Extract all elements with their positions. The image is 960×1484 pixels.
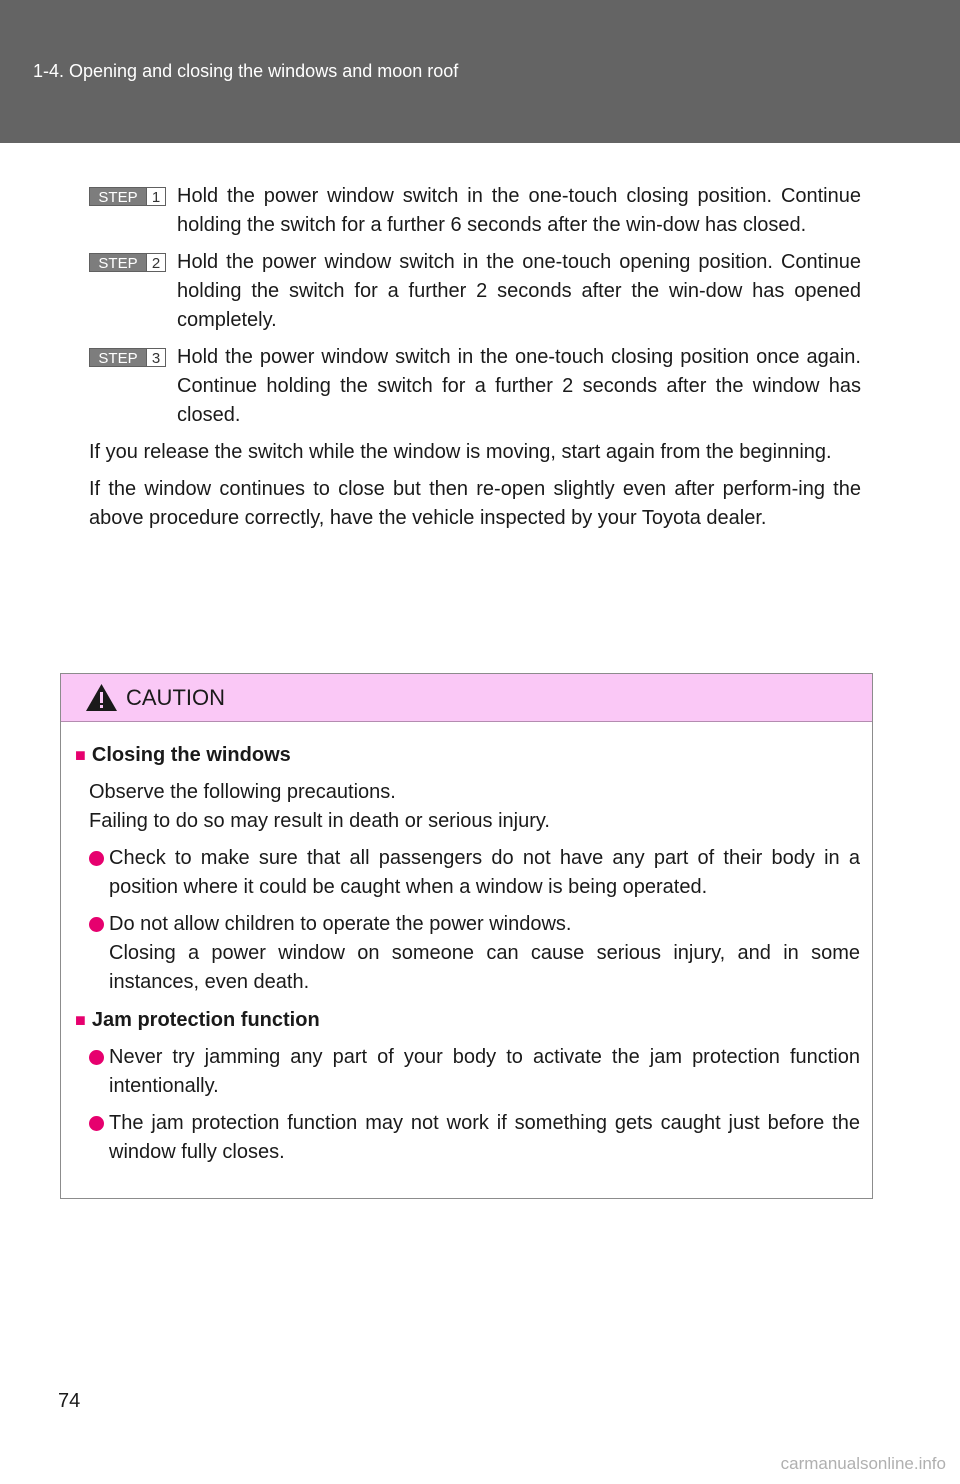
step-3: STEP 3 Hold the power window switch in t… — [89, 343, 861, 430]
section-heading-closing: ■ Closing the windows — [75, 742, 860, 768]
step-number: 3 — [146, 349, 165, 367]
paragraph-dealer: If the window continues to close but the… — [89, 478, 861, 529]
intro-line: Observe the following precautions. — [89, 781, 396, 803]
page-header: 1-4. Opening and closing the windows and… — [0, 0, 960, 143]
bullet-item: The jam protection function may not work… — [75, 1109, 860, 1167]
step-number: 2 — [146, 254, 165, 272]
bullet-dot-icon — [89, 917, 104, 932]
bullet-text: Do not allow children to operate the pow… — [109, 913, 572, 935]
step-text: Hold the power window switch in the one-… — [177, 346, 861, 426]
caution-box: CAUTION ■ Closing the windows Observe th… — [60, 673, 873, 1199]
step-badge: STEP 2 — [89, 253, 166, 272]
section-title: 1-4. Opening and closing the windows and… — [33, 61, 459, 81]
bullet-dot-icon — [89, 1050, 104, 1065]
watermark: carmanualsonline.info — [780, 1454, 946, 1473]
caution-title: CAUTION — [126, 684, 225, 710]
warning-triangle-icon — [86, 684, 117, 711]
heading-text: Closing the windows — [91, 744, 291, 766]
step-text: Hold the power window switch in the one-… — [177, 251, 861, 331]
bullet-text: Closing a power window on someone can ca… — [109, 942, 860, 993]
step-number: 1 — [146, 188, 165, 206]
bullet-item: Never try jamming any part of your body … — [75, 1043, 860, 1101]
intro-line: Failing to do so may result in death or … — [89, 810, 550, 832]
step-label: STEP — [90, 349, 146, 367]
step-text: Hold the power window switch in the one-… — [177, 185, 861, 236]
square-bullet-icon: ■ — [75, 745, 86, 765]
bullet-item: Do not allow children to operate the pow… — [75, 910, 860, 997]
step-badge: STEP 3 — [89, 348, 166, 367]
section-heading-jam: ■ Jam protection function — [75, 1007, 860, 1033]
bullet-dot-icon — [89, 851, 104, 866]
caution-body: ■ Closing the windows Observe the follow… — [61, 722, 872, 1167]
bullet-dot-icon — [89, 1116, 104, 1131]
bullet-item: Check to make sure that all passengers d… — [75, 844, 860, 902]
paragraph-restart: If you release the switch while the wind… — [89, 441, 832, 463]
step-label: STEP — [90, 254, 146, 272]
bullet-text: Never try jamming any part of your body … — [109, 1046, 860, 1097]
bullet-text: Check to make sure that all passengers d… — [109, 847, 860, 898]
heading-text: Jam protection function — [91, 1009, 320, 1031]
instructions: STEP 1 Hold the power window switch in t… — [89, 182, 861, 533]
bullet-text: The jam protection function may not work… — [109, 1112, 860, 1163]
step-label: STEP — [90, 188, 146, 206]
step-badge: STEP 1 — [89, 187, 166, 206]
section-intro: Observe the following precautions. Faili… — [75, 778, 860, 836]
caution-header: CAUTION — [61, 674, 872, 722]
step-2: STEP 2 Hold the power window switch in t… — [89, 248, 861, 335]
step-1: STEP 1 Hold the power window switch in t… — [89, 182, 861, 240]
square-bullet-icon: ■ — [75, 1010, 86, 1030]
page-number: 74 — [58, 1390, 81, 1412]
